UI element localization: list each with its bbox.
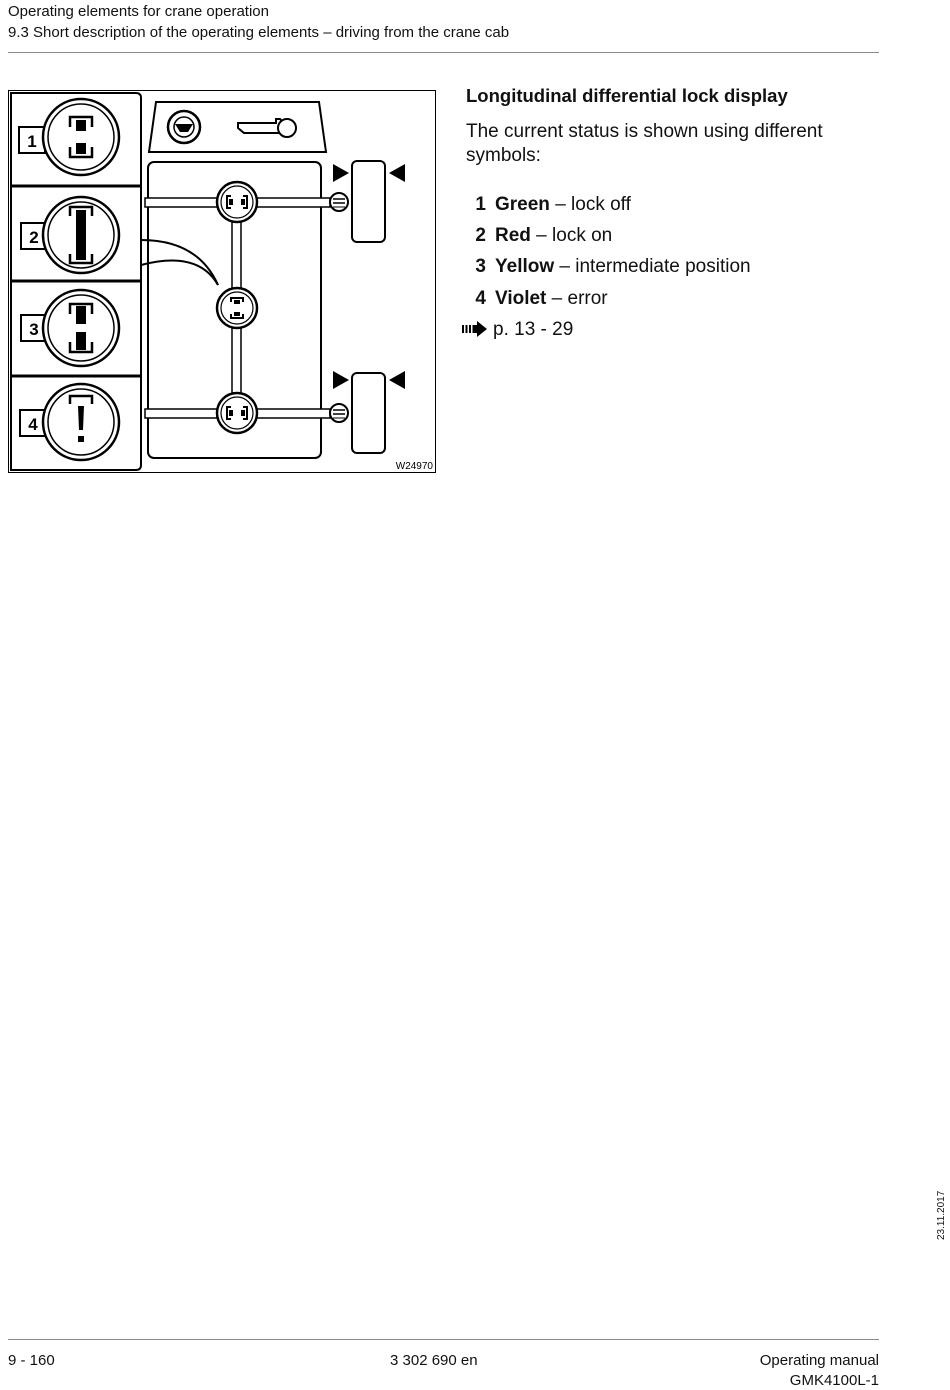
callout-1: 1 (18, 126, 46, 154)
front-axle-lock-symbol (215, 180, 259, 224)
header-chapter: Operating elements for crane operation (8, 3, 269, 20)
list-item: 1 Green – lock off (466, 193, 751, 224)
arrow-left-icon (389, 371, 405, 389)
manual-title: Operating manual (759, 1352, 879, 1369)
item-number: 3 (475, 256, 486, 278)
svg-text:4: 4 (28, 415, 38, 434)
status-list: 1 Green – lock off 2 Red – lock on 3 Yellow… (466, 193, 751, 318)
arrow-right-icon (333, 371, 349, 389)
section-intro: The current status is shown using differ… (466, 121, 823, 166)
steering-wheel-icon (166, 109, 202, 145)
header-divider (8, 52, 879, 53)
arrow-left-icon (389, 164, 405, 182)
svg-text:1: 1 (27, 132, 36, 151)
header-section: 9.3 Short description of the operating e… (8, 24, 510, 41)
footer-divider (8, 1339, 879, 1340)
cross-reference-text: p. 13 - 29 (493, 319, 574, 340)
section-title: Longitudinal differential lock display (466, 85, 788, 106)
list-item: 3 Yellow – intermediate position (466, 255, 751, 286)
item-color: Red (495, 225, 531, 247)
item-number: 1 (475, 194, 486, 215)
arrow-reference-icon (462, 321, 487, 337)
list-item: 4 Violet – error (466, 287, 751, 318)
item-description: intermediate position (575, 256, 751, 278)
item-color: Green (495, 194, 550, 215)
svg-text:3: 3 (29, 320, 38, 339)
item-description: lock on (552, 225, 613, 247)
item-separator: – (554, 256, 576, 278)
item-color: Violet (495, 287, 547, 309)
item-separator: – (530, 225, 553, 247)
rear-axle-lock-symbol (215, 391, 259, 435)
page-number: 9 - 160 (8, 1352, 55, 1369)
key-icon (237, 118, 297, 138)
lock-off-symbol (41, 97, 121, 177)
intermediate-position-symbol (41, 288, 121, 368)
item-separator: – (546, 287, 568, 309)
model-name: GMK4100L-1 (789, 1372, 879, 1389)
list-item: 2 Red – lock on (466, 224, 751, 255)
item-number: 4 (475, 287, 486, 309)
figure-code: W24970 (396, 461, 434, 472)
item-number: 2 (475, 225, 486, 247)
longitudinal-lock-symbol (215, 286, 259, 330)
item-description: error (567, 287, 608, 309)
lock-on-symbol (41, 195, 121, 275)
revision-date: 23.11.2017 (936, 1190, 947, 1240)
differential-lock-figure: 1 2 3 4 (8, 90, 436, 473)
error-symbol (41, 382, 121, 462)
document-number: 3 302 690 en (390, 1352, 478, 1369)
svg-text:2: 2 (29, 228, 38, 247)
arrow-right-icon (333, 164, 349, 182)
item-separator: – (549, 194, 572, 215)
cross-reference-link[interactable]: p. 13 - 29 (462, 318, 573, 342)
item-color: Yellow (495, 256, 555, 278)
item-description: lock off (571, 194, 631, 215)
